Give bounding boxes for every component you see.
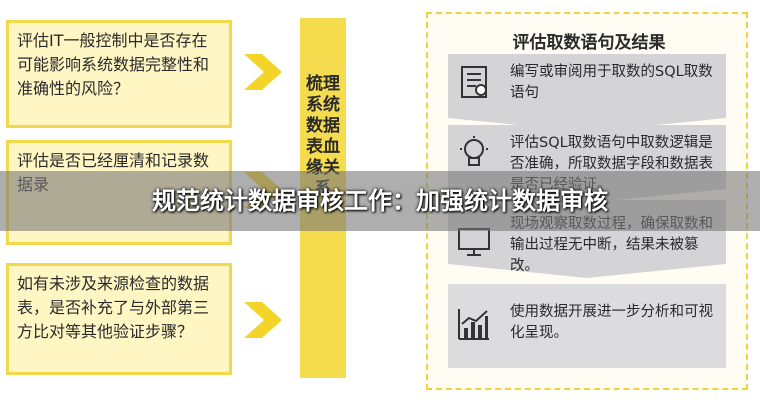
question-box-1: 评估IT一般控制中是否存在可能影响系统数据完整性和准确性的风险？ <box>6 20 232 128</box>
title-banner: 规范统计数据审核工作：加强统计数据审核 <box>0 171 760 231</box>
chevron-right-icon <box>244 302 282 338</box>
lightbulb-gear-icon <box>460 136 488 166</box>
step-4-text: 使用数据开展进一步分析和可视化呈现。 <box>510 304 713 341</box>
checklist-icon <box>461 66 487 98</box>
question-box-3: 如有未涉及来源检查的数据表，是否补充了与外部第三方比对等其他验证步骤？ <box>6 263 232 375</box>
chevron-right-icon <box>244 54 282 90</box>
lineage-label: 梳理系统数据表血缘关系 <box>306 74 340 199</box>
step-1-text: 编写或审阅用于取数的SQL取数语句 <box>510 64 713 101</box>
banner-title: 规范统计数据审核工作：加强统计数据审核 <box>152 187 608 215</box>
panel-title: 评估取数语句及结果 <box>512 33 666 53</box>
step-1: 编写或审阅用于取数的SQL取数语句 <box>448 54 726 132</box>
bar-chart-icon <box>458 309 489 340</box>
step-4: 使用数据开展进一步分析和可视化呈现。 <box>448 284 726 368</box>
